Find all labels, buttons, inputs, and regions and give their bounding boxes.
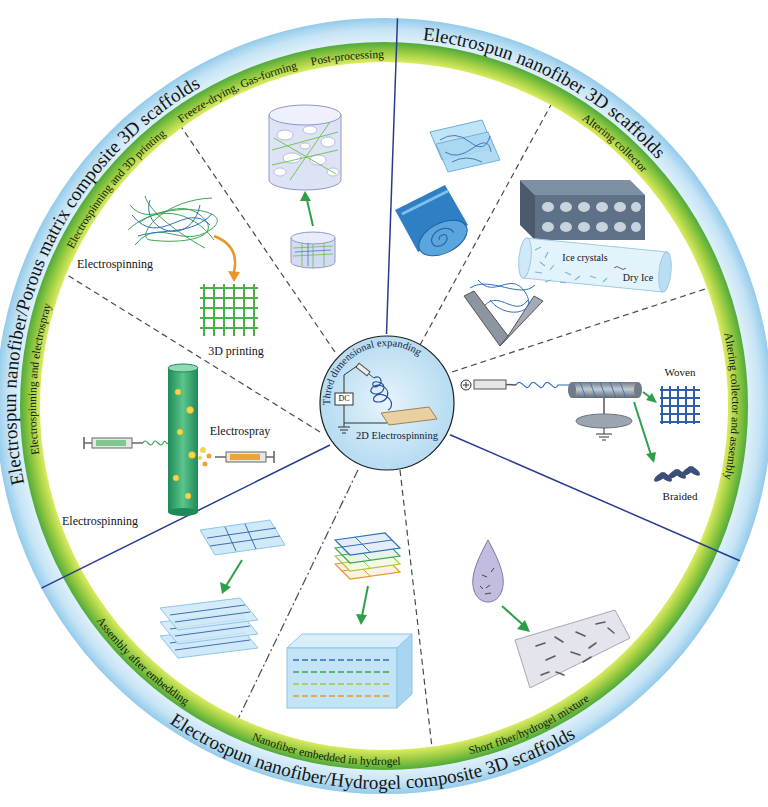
freeze-dried-scaffold	[269, 105, 341, 268]
figure-label: Braided	[663, 490, 698, 503]
electrospinning-setup	[320, 336, 454, 470]
method-ring	[20, 42, 748, 770]
method-label: Short fiber/hydrogel mixture	[467, 692, 591, 757]
section-title: Electrospun nanofiber/Porous matrix comp…	[0, 72, 203, 487]
method-label-line: Short fiber/hydrogel mixture	[467, 692, 591, 757]
center-arc-title-line: Thred dimensional expanding	[321, 337, 424, 405]
section-title: Electrospun nanofiber/Hydrogel composite…	[167, 709, 578, 793]
section-title-line: Electrospun nanofiber/Hydrogel composite…	[167, 709, 578, 793]
short-fiber-figure	[473, 540, 630, 688]
section-title-line: Electrospun nanofiber 3D scaffolds	[422, 23, 670, 162]
method-divider	[66, 105, 707, 747]
section-title-line: Electrospun nanofiber/Porous matrix comp…	[0, 72, 203, 487]
figure-label: Dry Ice	[623, 272, 653, 284]
method-label-line: Assembly after embedding	[95, 614, 192, 708]
method-label-line: Nanofiber embedded in hydrogel	[251, 730, 401, 768]
method-label: Post-processing	[310, 48, 385, 68]
method-label: Altering collector and assembly	[721, 331, 742, 481]
power-label: DC	[338, 394, 349, 403]
ring-texts: Electrospun nanofiber 3D scaffoldsElectr…	[0, 23, 742, 793]
rotating-collector-figure	[461, 380, 701, 483]
method-label: Freeze-drying, Gas-forming	[175, 59, 298, 125]
method-label-line: Electrospinning and 3D printing	[64, 127, 168, 251]
center-caption: 2D Electrospinning	[356, 430, 438, 442]
inner-field	[40, 62, 728, 750]
figure-label: Woven	[665, 366, 696, 379]
figure-label: Electrospinning	[62, 515, 138, 529]
method-label: Altering collector	[580, 111, 650, 174]
embedded-figure	[287, 533, 412, 708]
figure-label: 3D printing	[208, 345, 264, 359]
spin-and-spray-figure	[84, 364, 274, 516]
collector-figure	[464, 180, 673, 346]
method-label-line: Post-processing	[310, 48, 385, 68]
figure-label: Electrospray	[210, 425, 271, 439]
assembly-figure	[160, 520, 285, 658]
method-label: Electrospinning and electrospray	[26, 301, 54, 455]
method-label-line: Freeze-drying, Gas-forming	[175, 59, 298, 125]
method-label-line: Altering collector and assembly	[721, 331, 742, 481]
outer-ring	[0, 18, 768, 794]
section-title: Electrospun nanofiber 3D scaffolds	[422, 23, 670, 162]
method-label: Nanofiber embedded in hydrogel	[251, 730, 401, 768]
method-label: Assembly after embedding	[95, 614, 192, 708]
center-arc-title: Thred dimensional expanding	[321, 337, 424, 405]
post-processing-figure	[395, 120, 500, 263]
method-label-line: Altering collector	[580, 111, 650, 174]
figure-label: Ice crystals	[562, 252, 607, 264]
method-label: Electrospinning and 3D printing	[64, 127, 168, 251]
figure-label: Electrospinning	[77, 258, 153, 272]
method-label-line: Electrospinning and electrospray	[26, 301, 54, 455]
